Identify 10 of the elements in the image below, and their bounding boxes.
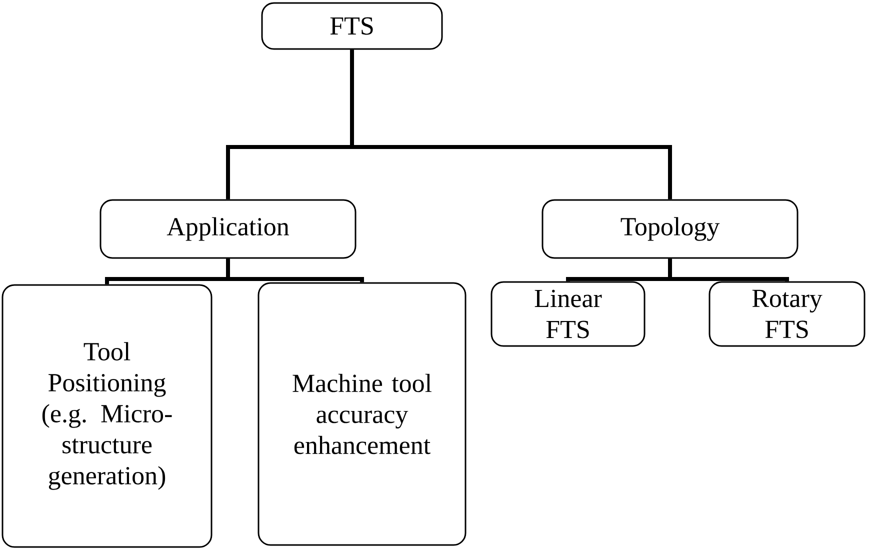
process-box: Topology — [542, 199, 798, 259]
process-box: Application — [100, 199, 356, 259]
connector-line — [668, 258, 790, 282]
process-box: Linear FTS — [490, 281, 646, 347]
process-box: FTS — [261, 2, 443, 50]
connector-line — [226, 258, 364, 282]
process-box: Machine tool accuracy enhancement — [258, 282, 466, 546]
process-box: Tool Positioning (e.g. Micro-structure generation) — [2, 284, 212, 548]
process-box: Rotary FTS — [708, 281, 866, 347]
connector-line — [350, 50, 672, 200]
